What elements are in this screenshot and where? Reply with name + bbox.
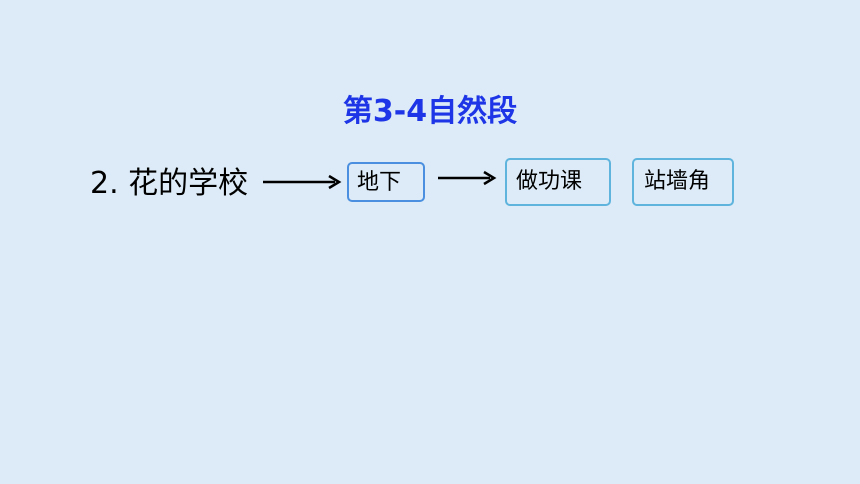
- keyword-box-homework: 做功课: [505, 158, 611, 206]
- section-label: 2. 花的学校: [90, 166, 249, 201]
- slide-title: 第3-4自然段: [342, 94, 518, 129]
- keyword-box-corner: 站墙角: [632, 158, 734, 206]
- arrow-to-homework: [438, 170, 497, 186]
- keyword-box-underground: 地下: [347, 162, 425, 202]
- arrow-to-underground: [263, 174, 342, 190]
